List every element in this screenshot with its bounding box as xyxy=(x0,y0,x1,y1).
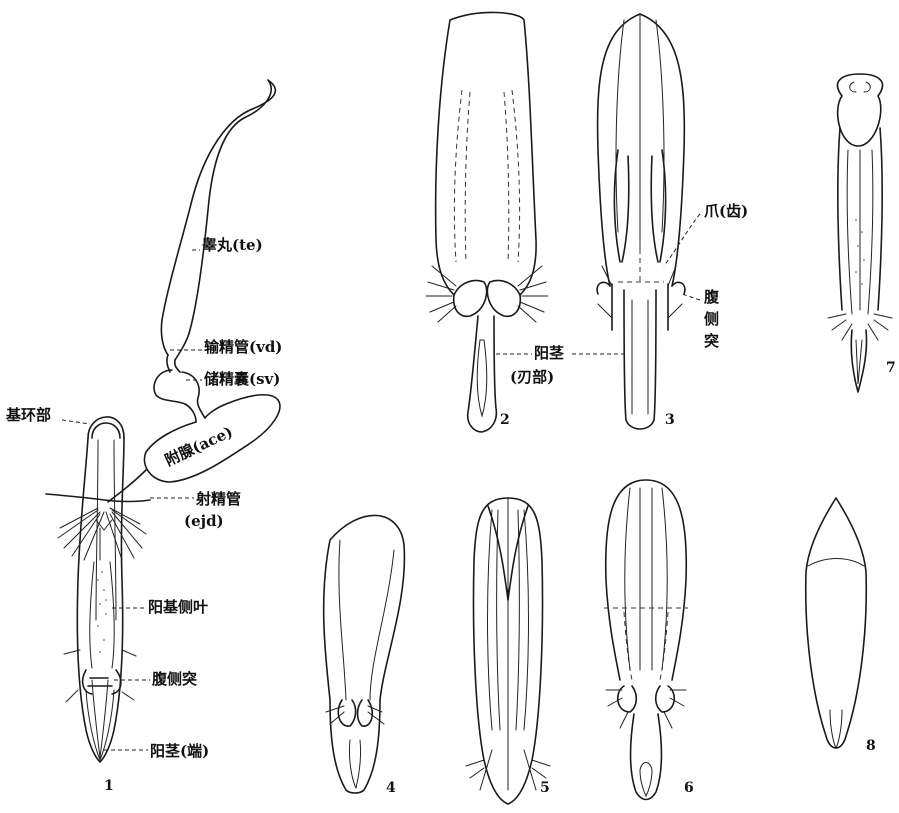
figure-number-5: 5 xyxy=(540,780,550,796)
label-aedeagus-blade: 阳茎 xyxy=(534,344,564,362)
fig3-outline xyxy=(598,14,685,286)
label-ventral-process-2a: 腹 xyxy=(704,288,720,306)
figure-5: 5 xyxy=(466,498,550,804)
figure-number-1: 1 xyxy=(104,778,114,794)
label-seminal-vesicle: 储精囊(sv) xyxy=(204,370,280,388)
side-bristles xyxy=(64,650,136,702)
leader-basal-ring xyxy=(62,420,90,424)
figure-6: 6 xyxy=(604,480,694,800)
ventral-process xyxy=(83,670,121,694)
label-accessory-gland: 附腺(ace) xyxy=(162,423,235,470)
fig3-aedeagus-inner xyxy=(632,300,648,414)
figure-number-4: 4 xyxy=(386,780,396,796)
fig7-inner-lines xyxy=(847,150,873,314)
fig5-inner-lines xyxy=(488,498,529,790)
figure-7: 7 xyxy=(828,74,896,392)
label-vas-deferens: 输精管(vd) xyxy=(204,338,282,356)
fig3-claw-tips xyxy=(598,266,682,318)
fig7-ring-inner xyxy=(850,82,871,92)
testis-outline xyxy=(161,80,275,360)
label-aedeagus-blade-part: (刃部) xyxy=(510,368,554,386)
figure-3: 3 爪(齿) 腹 侧 突 阳茎 (刃部) xyxy=(496,14,748,429)
label-testis: 睾丸(te) xyxy=(202,236,263,254)
label-ventral-process-2c: 突 xyxy=(704,332,719,350)
fig4-tip xyxy=(349,740,360,788)
setae-bundle xyxy=(58,508,146,560)
fig7-bristles xyxy=(828,314,892,340)
label-ventral-process: 腹侧突 xyxy=(152,670,197,688)
figure-number-6: 6 xyxy=(684,780,694,796)
fig6-aedeagus xyxy=(631,714,662,800)
fig7-aedeagus xyxy=(851,330,866,392)
fig2-outline xyxy=(436,12,536,295)
label-ejaculatory-duct: 射精管 xyxy=(195,490,241,508)
fig3-aedeagus xyxy=(624,290,656,429)
paramere-stipple xyxy=(97,571,107,653)
fig2-blade xyxy=(477,340,487,416)
fig3-base xyxy=(597,282,685,330)
label-aedeagus-tip: 阳茎(端) xyxy=(150,742,209,760)
figure-number-8: 8 xyxy=(866,738,876,754)
fig6-dashed-band xyxy=(604,608,688,680)
fig8-inner xyxy=(830,710,842,748)
figure-1: 基环部 睾丸(te) 输精管(vd) 储精囊(sv) 附腺(ace) 射精管 (… xyxy=(5,80,282,794)
leader-ventral-process-2 xyxy=(682,294,700,300)
phallobase-outline xyxy=(77,438,124,762)
fig3-midline xyxy=(616,14,664,250)
label-ejaculatory-duct-abbr: (ejd) xyxy=(184,512,224,530)
fig4-outline xyxy=(324,515,405,793)
label-basal-ring: 基环部 xyxy=(5,406,51,424)
basal-ring xyxy=(88,417,124,438)
fig6-inner-lines xyxy=(625,488,668,670)
figure-number-2: 2 xyxy=(500,412,510,428)
fig8-cap-line xyxy=(808,559,864,567)
seminal-vesicle xyxy=(154,370,205,422)
figure-8: 8 xyxy=(806,498,876,754)
paramere-lobe xyxy=(90,562,114,668)
fig4-inner xyxy=(339,540,394,700)
label-paramere: 阳基侧叶 xyxy=(148,598,208,616)
fig6-claspers xyxy=(618,686,675,712)
figure-4: 4 xyxy=(324,515,405,796)
fig8-outline xyxy=(806,498,867,748)
label-claw: 爪(齿) xyxy=(704,202,748,220)
fig6-outline xyxy=(606,480,687,680)
fig2-inner-dash xyxy=(454,90,519,262)
label-ventral-process-2b: 侧 xyxy=(704,310,719,328)
figure-number-7: 7 xyxy=(886,360,896,376)
fig6-blade xyxy=(640,763,652,797)
leader-claw xyxy=(664,214,700,266)
figure-number-3: 3 xyxy=(665,412,675,428)
fig7-basal-ring xyxy=(837,74,882,146)
fig2-claspers xyxy=(454,281,521,317)
